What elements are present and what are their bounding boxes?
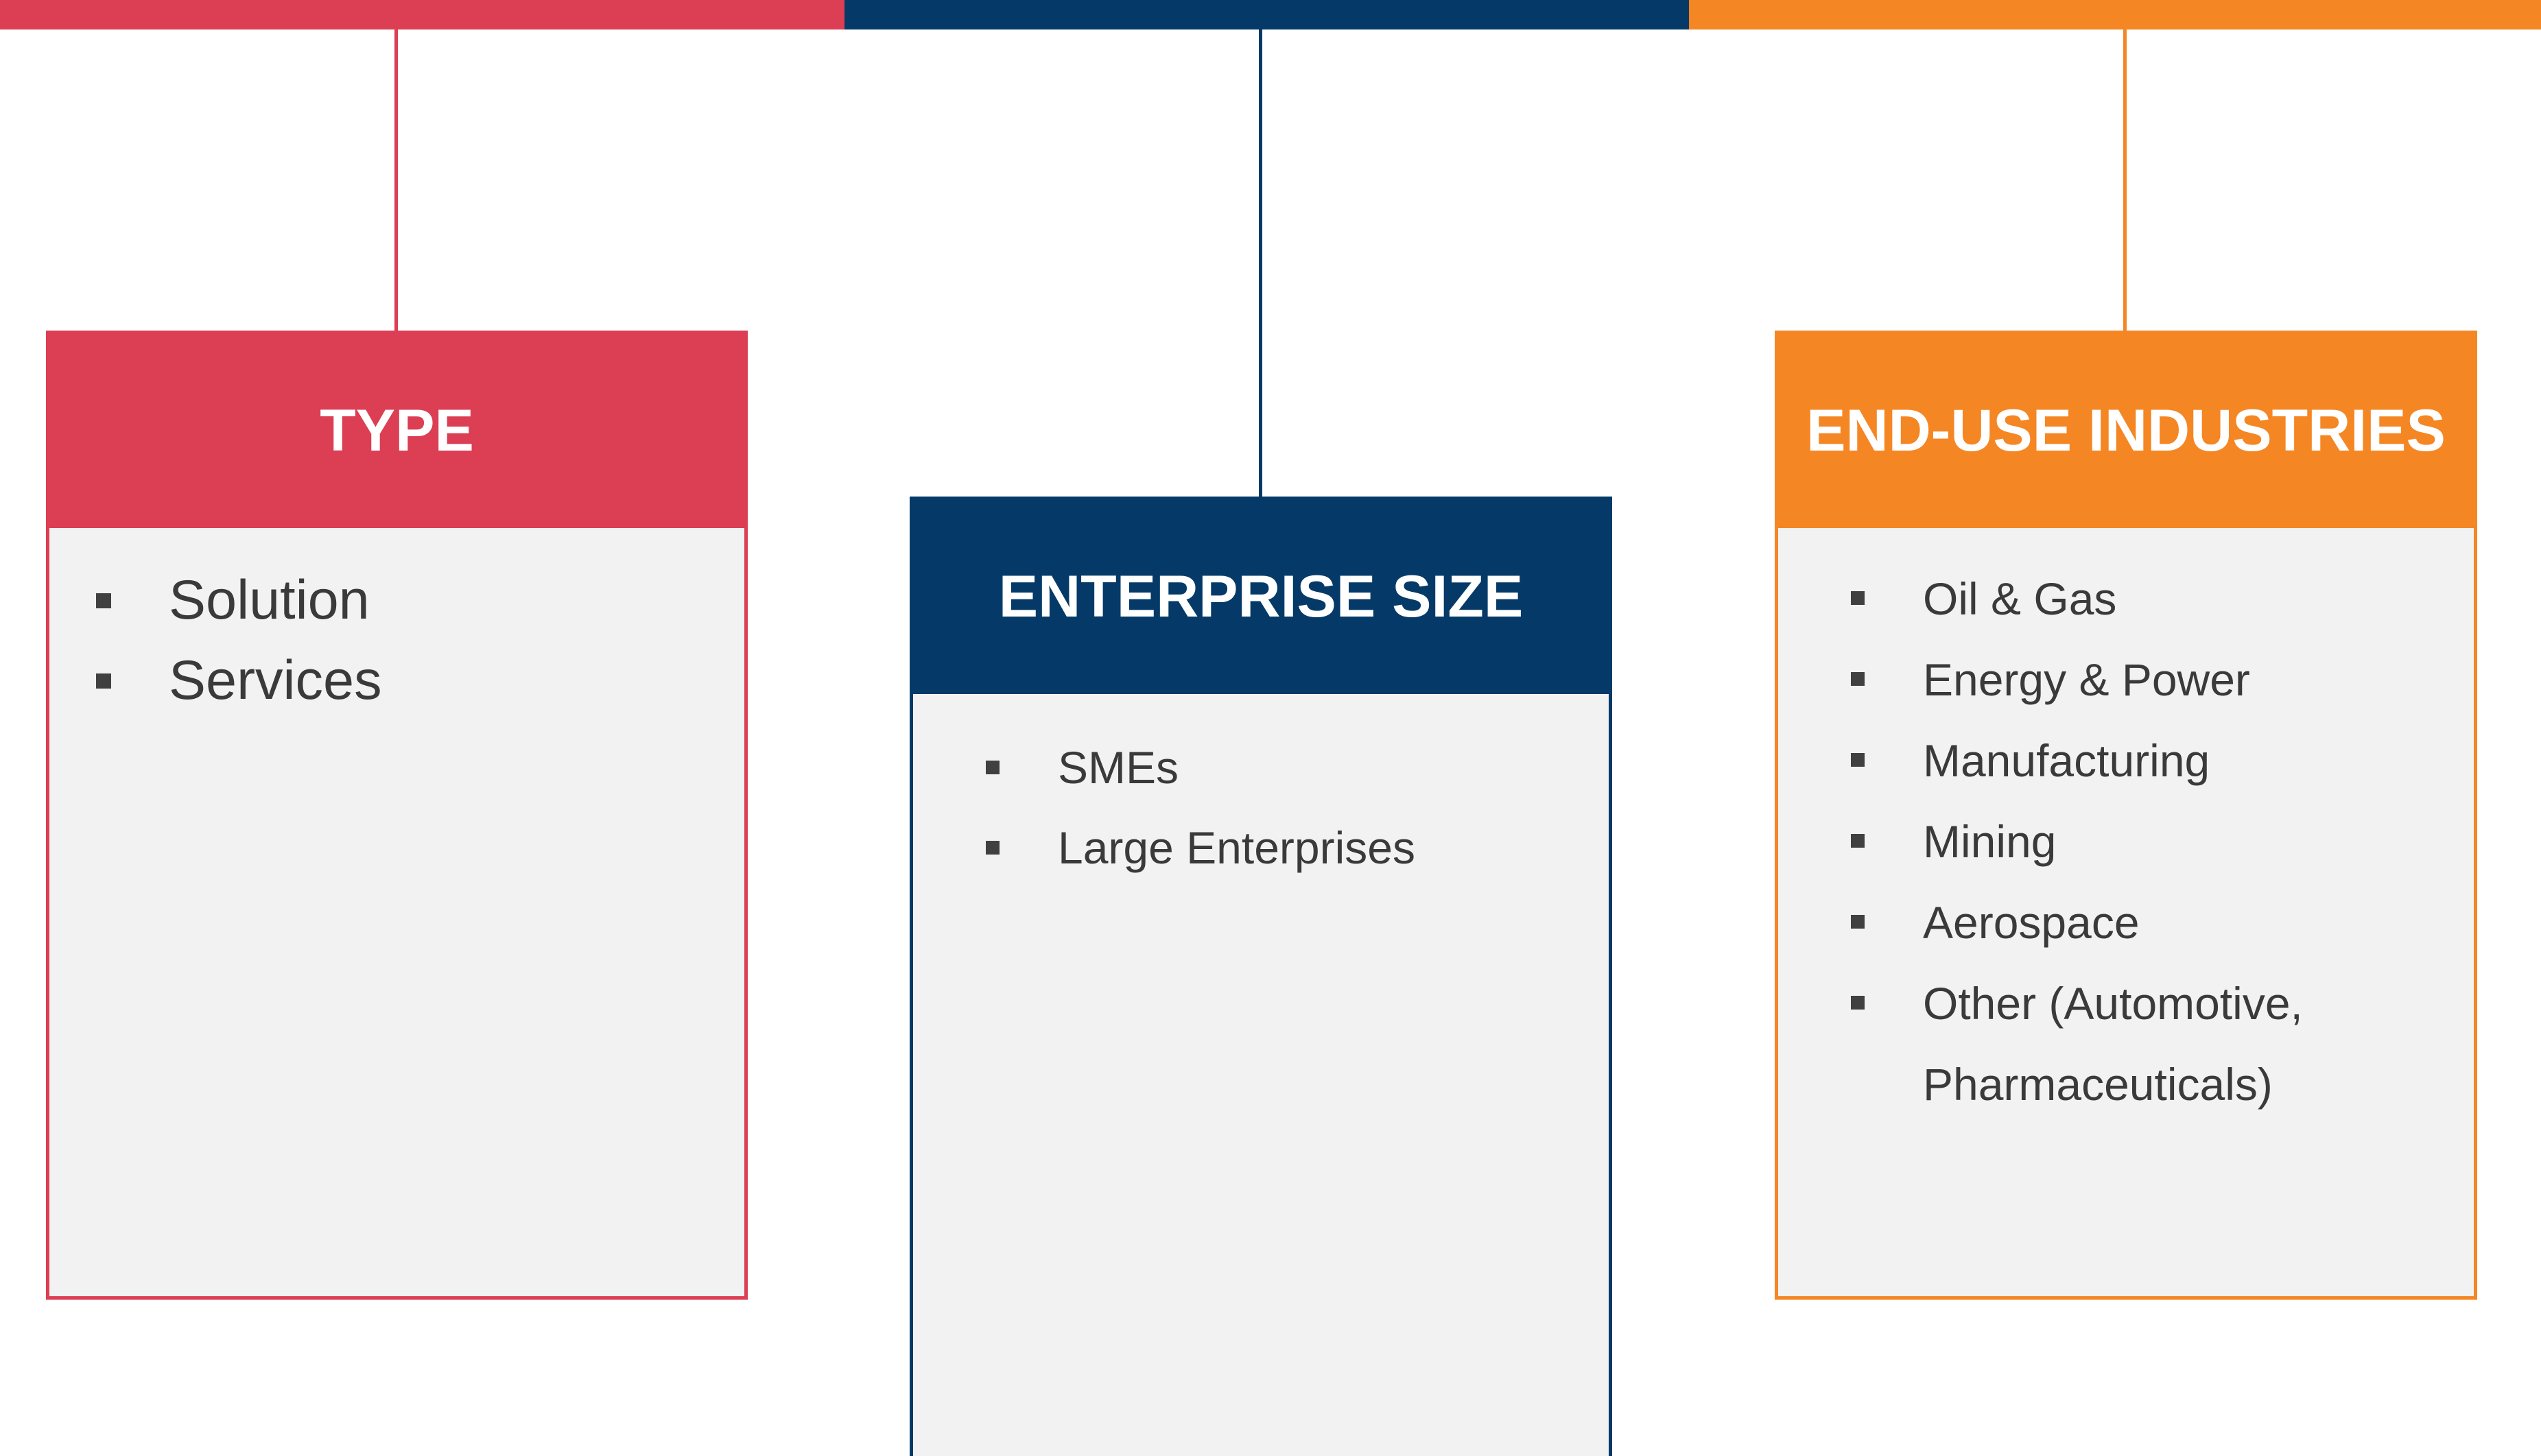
list-item-label: Services	[169, 649, 382, 711]
list-item-label: Pharmaceuticals)	[1923, 1059, 2273, 1110]
square-bullet-icon	[986, 841, 1000, 855]
square-bullet-icon	[1851, 672, 1865, 686]
list-item: SMEs	[986, 728, 1415, 808]
connector-enterprise	[1259, 29, 1262, 497]
list-item: Energy & Power	[1851, 639, 2303, 720]
segment-card-end-use-industries: END-USE INDUSTRIES Oil & Gas Energy & Po…	[1775, 331, 2477, 1300]
square-bullet-icon	[96, 593, 111, 608]
segment-list-enterprise-size: SMEs Large Enterprises	[986, 728, 1415, 888]
list-item: Services	[96, 641, 382, 721]
list-item-label: Manufacturing	[1923, 735, 2210, 786]
list-item-label: SMEs	[1058, 742, 1179, 793]
top-bar-enterprise	[844, 0, 1689, 29]
top-bar-enduse	[1689, 0, 2541, 29]
segment-header-type: TYPE	[49, 334, 744, 528]
connector-type	[394, 29, 398, 331]
list-item: Large Enterprises	[986, 808, 1415, 888]
square-bullet-icon	[1851, 753, 1865, 767]
segment-title: TYPE	[320, 398, 474, 464]
segment-header-enterprise-size: ENTERPRISE SIZE	[913, 500, 1609, 694]
square-bullet-icon	[1851, 915, 1865, 929]
segment-card-enterprise-size: ENTERPRISE SIZE SMEs Large Enterprises	[910, 497, 1612, 1456]
list-item-label: Aerospace	[1923, 897, 2140, 948]
top-bar-type	[0, 0, 844, 29]
list-item-label: Solution	[169, 569, 370, 631]
segment-list-end-use-industries: Oil & Gas Energy & Power Manufacturing M…	[1851, 558, 2303, 1125]
list-item-label: Energy & Power	[1923, 654, 2250, 705]
list-item-continuation: Pharmaceuticals)	[1923, 1044, 2303, 1125]
list-item: Manufacturing	[1851, 720, 2303, 801]
list-item-label: Oil & Gas	[1923, 573, 2117, 624]
list-item-label: Large Enterprises	[1058, 822, 1415, 873]
square-bullet-icon	[1851, 591, 1865, 605]
list-item: Mining	[1851, 801, 2303, 882]
list-item-label: Other (Automotive,	[1923, 978, 2303, 1029]
list-item: Other (Automotive,	[1851, 963, 2303, 1044]
list-item: Solution	[96, 560, 382, 641]
segment-title: ENTERPRISE SIZE	[998, 564, 1524, 630]
square-bullet-icon	[96, 673, 111, 689]
segment-title: END-USE INDUSTRIES	[1806, 398, 2446, 464]
list-item: Aerospace	[1851, 882, 2303, 963]
list-item: Oil & Gas	[1851, 558, 2303, 639]
segment-header-end-use-industries: END-USE INDUSTRIES	[1778, 334, 2474, 528]
list-item-label: Mining	[1923, 816, 2057, 867]
segment-card-type: TYPE Solution Services	[46, 331, 748, 1300]
connector-enduse	[2123, 29, 2127, 331]
segment-list-type: Solution Services	[96, 560, 382, 721]
square-bullet-icon	[1851, 996, 1865, 1010]
square-bullet-icon	[1851, 834, 1865, 848]
square-bullet-icon	[986, 761, 1000, 774]
